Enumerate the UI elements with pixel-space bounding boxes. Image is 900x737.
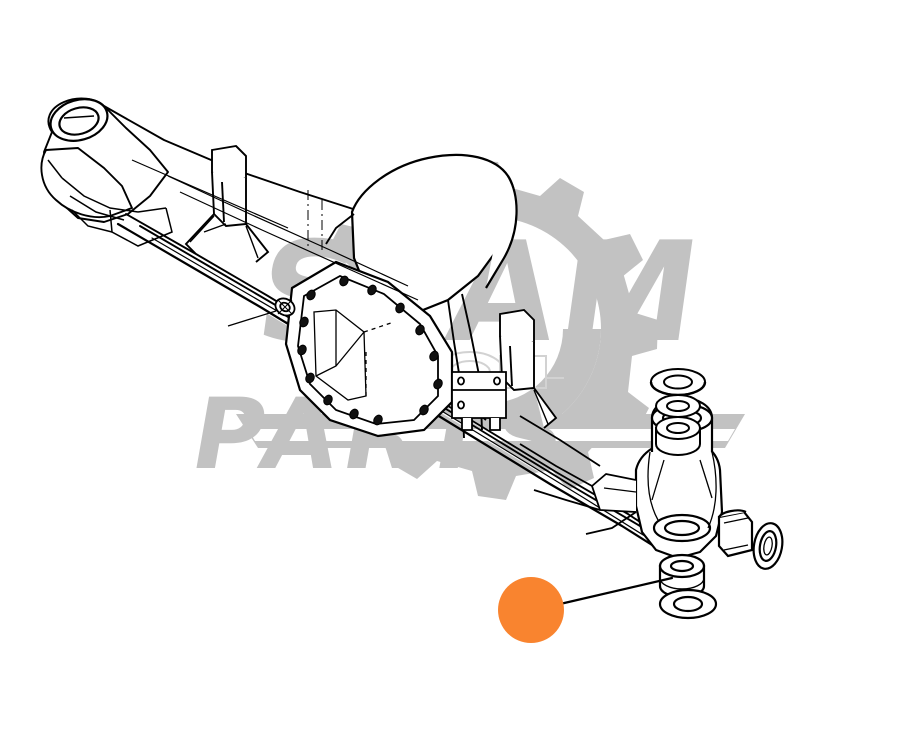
left-hub-bore xyxy=(49,98,109,142)
differential-cover-bolts xyxy=(297,275,443,426)
housing-internal-lines xyxy=(131,159,419,301)
differential-upper-bulge xyxy=(350,153,518,314)
knuckle-detail-lines xyxy=(647,451,717,529)
differential-cover xyxy=(284,260,454,438)
upper-kingpin-bearing xyxy=(655,416,701,456)
bushing-sleeve xyxy=(717,509,754,558)
centerline-marks xyxy=(307,190,323,254)
callout-leader-line xyxy=(558,576,674,606)
selected-part-marker[interactable] xyxy=(498,577,564,643)
fill-plug-leader xyxy=(227,310,277,327)
differential-cover-window xyxy=(313,309,395,401)
left-flange-detail xyxy=(47,159,173,247)
spring-seat-left xyxy=(184,144,270,263)
bushing-seal xyxy=(752,522,784,570)
spring-seat-left-ribs xyxy=(189,215,259,259)
lower-seal-washer xyxy=(658,588,718,620)
lower-mount-bracket xyxy=(451,371,507,431)
housing-right-taper xyxy=(519,415,637,535)
fill-plug-boss xyxy=(274,297,296,317)
